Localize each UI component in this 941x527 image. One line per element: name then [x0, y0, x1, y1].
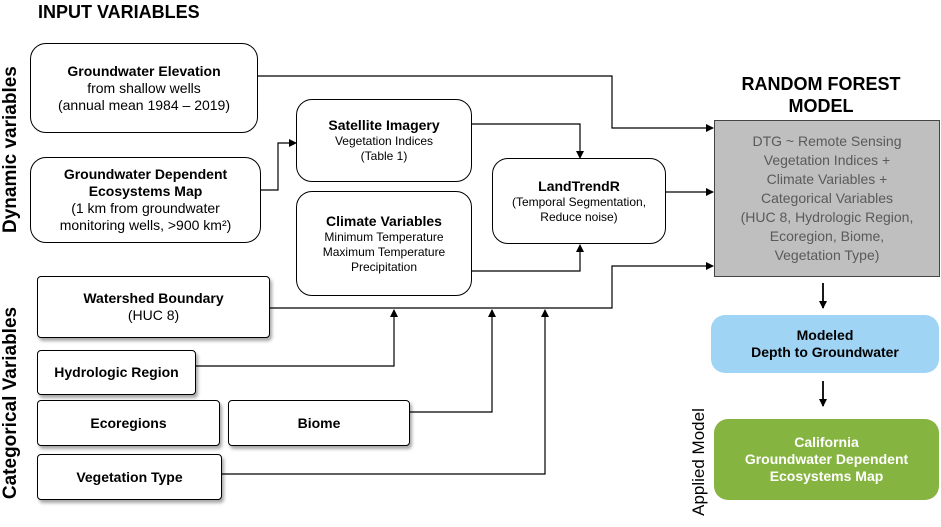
gde-map-line2: monitoring wells, >900 km²) — [59, 217, 232, 233]
hydrologic-region-box: Hydrologic Region — [37, 350, 196, 395]
arrow-hydrologic-to-main — [196, 309, 398, 367]
watershed-boundary-sub: (HUC 8) — [127, 307, 180, 323]
modeled-depth-box: Modeled Depth to Groundwater — [711, 315, 939, 373]
hydrologic-region-title: Hydrologic Region — [54, 364, 179, 380]
landtrendr-line2: Reduce noise) — [540, 209, 618, 224]
model-line5: (HUC 8, Hydrologic Region, — [740, 209, 914, 225]
groundwater-elevation-title: Groundwater Elevation — [67, 62, 221, 79]
satellite-imagery-title: Satellite Imagery — [328, 117, 440, 133]
landtrendr-line1: (Temporal Segmentation, — [511, 194, 647, 209]
groundwater-elevation-line1: from shallow wells — [87, 79, 201, 96]
arrow-climate-to-landtrendr — [472, 244, 584, 272]
groundwater-elevation-line2: (annual mean 1984 – 2019) — [57, 96, 231, 113]
watershed-boundary-title: Watershed Boundary — [83, 290, 224, 306]
california-line1: California — [794, 434, 859, 450]
gde-map-box: Groundwater Dependent Ecosystems Map (1 … — [30, 157, 261, 243]
modeled-depth-line1: Modeled — [796, 327, 854, 343]
random-forest-model-box: DTG ~ Remote Sensing Vegetation Indices … — [714, 120, 940, 277]
climate-variables-line1: Minimum Temperature — [324, 229, 444, 244]
climate-variables-title: Climate Variables — [326, 212, 442, 229]
california-line2: Groundwater Dependent — [744, 451, 909, 467]
arrow-gde-map-to-satellite — [261, 139, 297, 191]
model-line3: Climate Variables + — [766, 171, 888, 187]
biome-title: Biome — [297, 414, 341, 431]
biome-box: Biome — [228, 400, 410, 446]
vegetation-type-box: Vegetation Type — [37, 454, 222, 500]
landtrendr-title: LandTrendR — [538, 177, 620, 194]
groundwater-elevation-box: Groundwater Elevation from shallow wells… — [30, 43, 258, 133]
climate-variables-line2: Maximum Temperature — [322, 244, 446, 259]
model-line7: Vegetation Type) — [774, 247, 880, 263]
arrow-vegetation-to-main — [222, 309, 549, 475]
categorical-variables-label: Categorical Variables — [0, 306, 21, 500]
landtrendr-box: LandTrendR (Temporal Segmentation, Reduc… — [492, 158, 666, 244]
model-line6: Ecoregion, Biome, — [769, 228, 885, 244]
california-gde-map-box: California Groundwater Dependent Ecosyst… — [714, 419, 939, 500]
watershed-boundary-box: Watershed Boundary (HUC 8) — [37, 276, 270, 338]
dynamic-variables-label: Dynamic variables — [0, 66, 21, 233]
model-line2: Vegetation Indices + — [763, 152, 891, 168]
climate-variables-box: Climate Variables Minimum Temperature Ma… — [296, 191, 472, 296]
climate-variables-line3: Precipitation — [350, 259, 418, 274]
satellite-imagery-line2: (Table 1) — [360, 149, 408, 163]
model-line4: Categorical Variables — [760, 190, 894, 206]
arrow-watershed-to-model — [270, 262, 714, 309]
arrow-gw-elevation-to-model — [258, 75, 714, 132]
ecoregions-box: Ecoregions — [37, 400, 220, 446]
random-forest-heading-line2: MODEL — [788, 96, 854, 116]
vegetation-type-title: Vegetation Type — [76, 468, 183, 485]
random-forest-heading-line1: RANDOM FOREST — [741, 74, 901, 94]
gde-map-title-line2: Ecosystems Map — [88, 183, 203, 199]
input-variables-heading: INPUT VARIABLES — [38, 2, 200, 22]
satellite-imagery-line1: Vegetation Indices — [334, 134, 434, 148]
gde-map-title-line1: Groundwater Dependent — [63, 166, 228, 182]
satellite-imagery-box: Satellite Imagery Vegetation Indices (Ta… — [296, 99, 472, 182]
ecoregions-title: Ecoregions — [90, 414, 167, 431]
arrow-biome-to-main — [410, 309, 496, 413]
random-forest-heading: RANDOM FOREST MODEL — [726, 73, 916, 117]
model-line1: DTG ~ Remote Sensing — [752, 133, 902, 149]
modeled-depth-line2: Depth to Groundwater — [751, 344, 899, 360]
california-line3: Ecosystems Map — [769, 468, 884, 484]
arrow-satellite-to-landtrendr — [472, 123, 584, 159]
gde-map-line1: (1 km from groundwater — [71, 200, 220, 216]
applied-model-label: Applied Model — [689, 408, 708, 516]
